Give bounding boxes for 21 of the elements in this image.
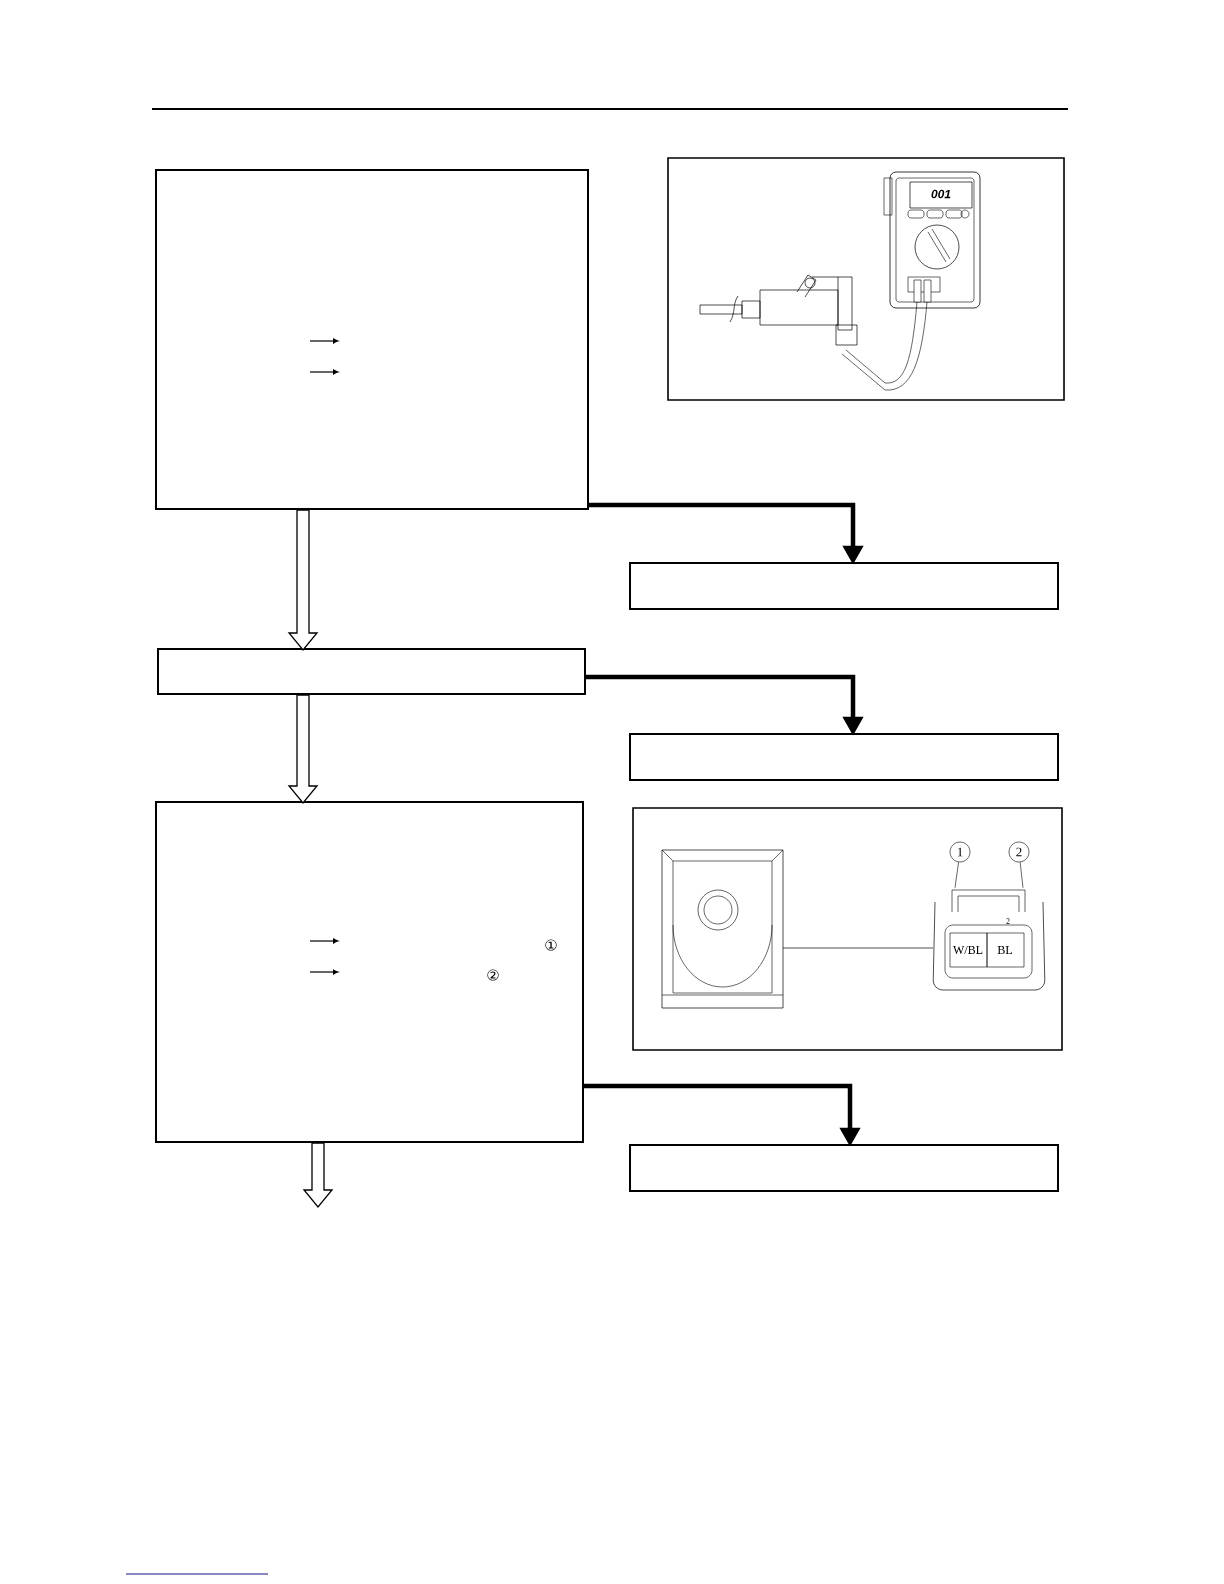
hollow-arrow [287, 694, 319, 805]
arrow [584, 674, 864, 736]
arrow [582, 1083, 861, 1147]
pin-number: 2 [1006, 918, 1010, 924]
process-box [157, 648, 586, 695]
hollow-arrow [302, 1142, 334, 1209]
hollow-arrow [287, 509, 319, 652]
display-reading: 001 [931, 189, 951, 199]
process-box [629, 562, 1059, 610]
wire-color-label: BL [997, 946, 1012, 954]
arrow [587, 502, 864, 565]
connector-drawing [932, 889, 1046, 991]
process-box [629, 733, 1059, 781]
callout-number: 1 [949, 841, 971, 863]
process-box: ① ② [155, 801, 584, 1143]
process-box [155, 169, 589, 510]
leader-line [954, 861, 959, 889]
wire-color-label: W/BL [953, 945, 983, 955]
process-box [629, 1144, 1059, 1192]
callout-number: 2 [1008, 841, 1030, 863]
leader-line [1019, 861, 1024, 889]
